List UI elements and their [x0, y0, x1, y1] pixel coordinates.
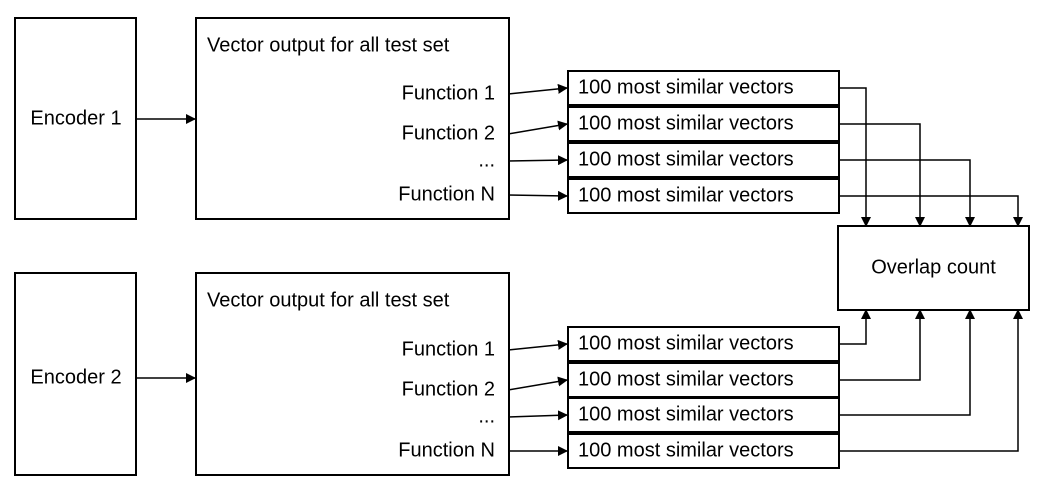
encoder-2-function-1-label: Function 1: [402, 338, 495, 360]
encoder-1-function-1-label: Function 1: [402, 82, 495, 104]
encoder-1-similar-label-4: 100 most similar vectors: [578, 184, 794, 206]
encoder-1-function-2-arrow: [507, 120, 568, 135]
encoder-1-function-3-label: ...: [478, 149, 495, 171]
encoder-2-similar-label-1: 100 most similar vectors: [578, 332, 794, 354]
encoder-1-function-4-arrow: [507, 190, 568, 201]
encoder-2-overlap-connector-2: [839, 309, 925, 381]
encoder-2-similar-label-3: 100 most similar vectors: [578, 403, 794, 425]
encoder-2-similar-box-3: [567, 397, 840, 433]
encoder-2-similar-label-2: 100 most similar vectors: [578, 368, 794, 390]
encoder-1-similar-label-2: 100 most similar vectors: [578, 112, 794, 134]
encoder-1-function-1-arrow: [507, 83, 568, 95]
encoder-2-similar-box-4: [567, 433, 840, 469]
vector-output-2-box: [195, 272, 510, 476]
overlap-count-label: Overlap count: [871, 256, 996, 278]
encoder-1-box: [14, 17, 137, 220]
encoder-1-similar-box-1: [567, 70, 840, 106]
encoder-1-function-4-label: Function N: [398, 183, 495, 205]
encoder-1-overlap-connector-4: [839, 195, 1023, 227]
encoder-2-box: [14, 272, 137, 476]
encoder-1-function-3-arrow: [507, 155, 568, 166]
encoder-2-function-3-label: ...: [478, 405, 495, 427]
encoder-1-similar-box-3: [567, 142, 840, 178]
encoder-1-similar-box-4: [567, 178, 840, 214]
encoder-1-function-2-label: Function 2: [402, 122, 495, 144]
encoder-2-function-2-arrow: [507, 376, 568, 391]
encoder-1-overlap-connector-3: [839, 159, 975, 227]
vector-output-2-title: Vector output for all test set: [207, 289, 450, 311]
encoder-1-overlap-connector-2: [839, 123, 925, 227]
overlap-count-box: [837, 225, 1030, 311]
connectors: [136, 83, 1023, 456]
encoder-2-overlap-connector-4: [839, 309, 1023, 452]
encoder-2-label: Encoder 2: [30, 366, 121, 388]
vector-output-1-title: Vector output for all test set: [207, 34, 450, 56]
encoder-2-similar-box-2: [567, 362, 840, 398]
encoder-1-overlap-connector-1: [839, 87, 871, 227]
encoder-2-overlap-connector-3: [839, 309, 975, 416]
nodes: Overlap count Encoder 1 Vector output for …: [14, 17, 1030, 476]
encoder-2-function-1-arrow: [507, 339, 568, 351]
encoder-1-label: Encoder 1: [30, 107, 121, 129]
encoder-2-function-3-arrow: [507, 410, 568, 421]
encoder-2-similar-box-1: [567, 326, 840, 362]
encoder-1-similar-label-3: 100 most similar vectors: [578, 148, 794, 170]
encoder-2-similar-label-4: 100 most similar vectors: [578, 439, 794, 461]
encoder-2-function-4-label: Function N: [398, 439, 495, 461]
vector-output-1-box: [195, 17, 510, 220]
encoder-1-similar-box-2: [567, 106, 840, 142]
encoder-1-similar-label-1: 100 most similar vectors: [578, 76, 794, 98]
encoder-2-overlap-connector-1: [839, 309, 871, 345]
encoder-2-function-2-label: Function 2: [402, 378, 495, 400]
